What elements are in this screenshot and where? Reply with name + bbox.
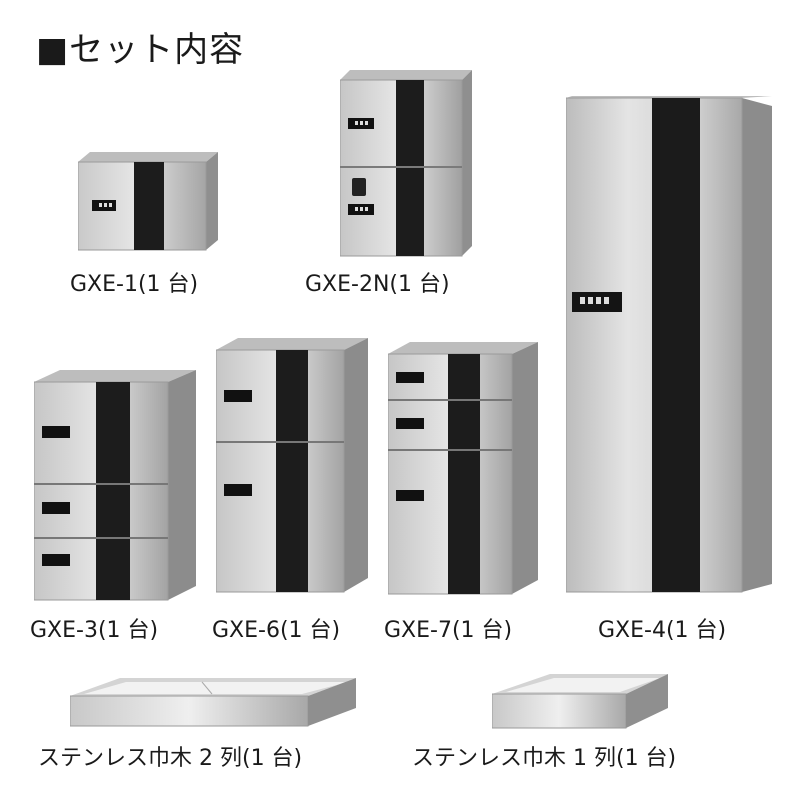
product-image-gxe-1 — [78, 152, 220, 254]
product-image-gxe-3 — [34, 370, 198, 602]
product-image-gxe-2n — [340, 70, 474, 260]
product-label-gxe-4: GXE-4(1 台) — [598, 618, 727, 643]
product-label-gxe-6: GXE-6(1 台) — [212, 618, 341, 643]
product-label-base-1: ステンレス巾木 1 列(1 台) — [412, 746, 677, 771]
product-image-gxe-6 — [216, 338, 370, 594]
product-label-gxe-3: GXE-3(1 台) — [30, 618, 159, 643]
product-image-gxe-4 — [566, 96, 776, 594]
product-label-base-2: ステンレス巾木 2 列(1 台) — [38, 746, 303, 771]
product-image-base-1 — [492, 672, 672, 736]
product-label-gxe-7: GXE-7(1 台) — [384, 618, 513, 643]
product-image-base-2 — [70, 674, 360, 734]
product-label-gxe-1: GXE-1(1 台) — [70, 272, 199, 297]
page-title: ■セット内容 — [36, 30, 245, 70]
product-label-gxe-2n: GXE-2N(1 台) — [305, 272, 450, 297]
product-image-gxe-7 — [388, 342, 540, 596]
